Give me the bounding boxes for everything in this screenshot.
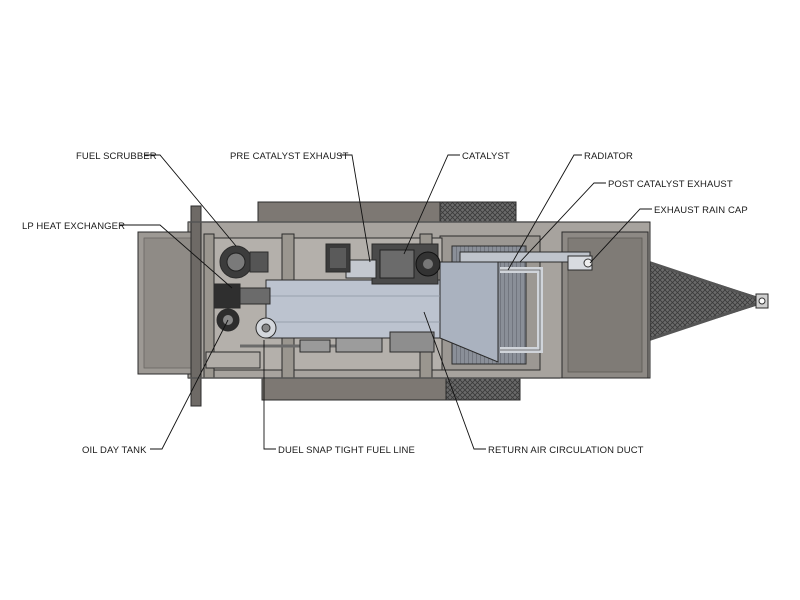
fender-bottom bbox=[261, 377, 521, 401]
label-radiator: RADIATOR bbox=[584, 151, 633, 162]
label-post-catalyst-exhaust: POST CATALYST EXHAUST bbox=[608, 179, 733, 190]
front-bulkhead bbox=[190, 205, 202, 407]
label-exhaust-rain-cap: EXHAUST RAIN CAP bbox=[654, 205, 748, 216]
lp-heat-exchanger-part bbox=[213, 283, 271, 309]
label-duel-snap-tight-fuel-line: DUEL SNAP TIGHT FUEL LINE bbox=[278, 445, 415, 456]
label-fuel-scrubber: FUEL SCRUBBER bbox=[76, 151, 157, 162]
label-oil-day-tank: OIL DAY TANK bbox=[82, 445, 147, 456]
return-air-duct bbox=[265, 261, 499, 363]
label-lp-heat-exchanger: LP HEAT EXCHANGER bbox=[22, 221, 125, 232]
callout-labels: FUEL SCRUBBER LP HEAT EXCHANGER OIL DAY … bbox=[22, 151, 748, 456]
label-pre-catalyst-exhaust: PRE CATALYST EXHAUST bbox=[230, 151, 349, 162]
fender-top bbox=[257, 201, 517, 225]
trailer-top-view bbox=[137, 201, 769, 407]
label-catalyst: CATALYST bbox=[462, 151, 510, 162]
catalyst-unit bbox=[371, 243, 441, 285]
leader-lines bbox=[120, 154, 652, 450]
fuel-scrubber-part bbox=[219, 245, 269, 279]
fuel-line-fitting bbox=[240, 317, 340, 353]
label-return-air-circulation-duct: RETURN AIR CIRCULATION DUCT bbox=[488, 445, 644, 456]
trailer-tongue bbox=[647, 260, 769, 342]
pre-catalyst-exhaust-pipe bbox=[325, 243, 377, 279]
